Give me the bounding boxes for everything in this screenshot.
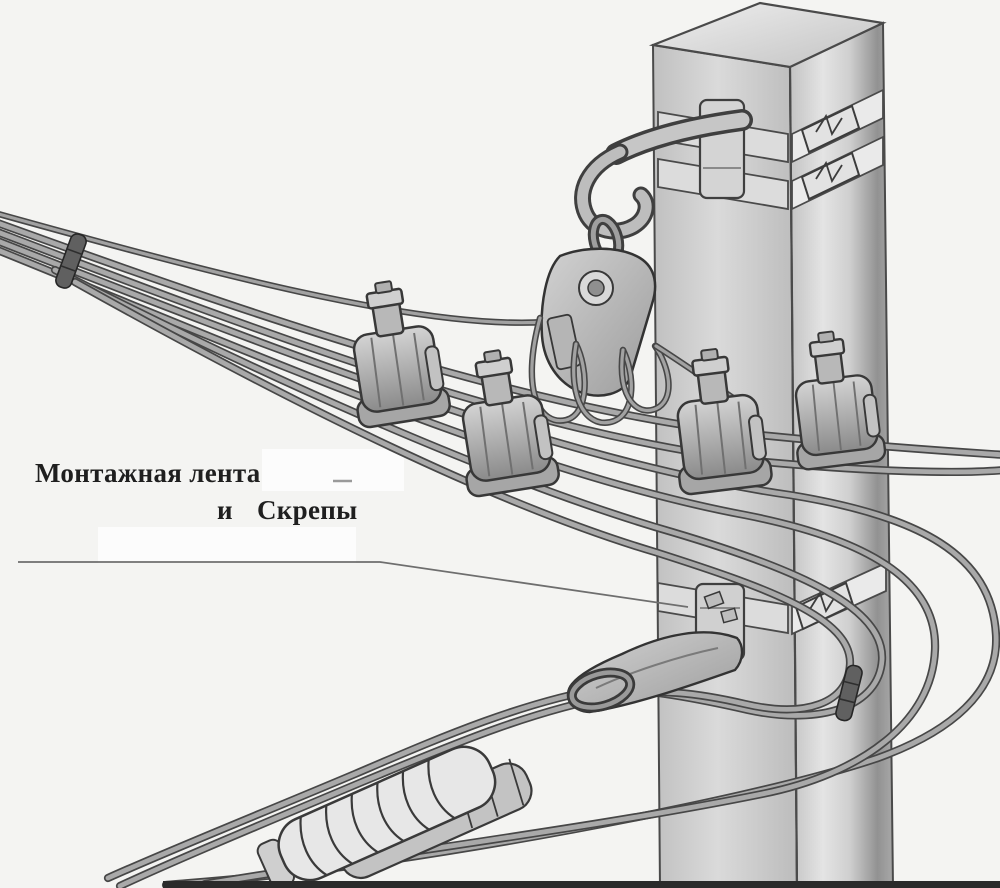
top-hook-bracket	[583, 98, 744, 231]
piercing-connector-1	[337, 273, 453, 430]
leader-line	[18, 561, 689, 608]
label-and: и	[217, 495, 233, 525]
clamp-pivot-boss	[587, 279, 605, 297]
piercing-connector-2	[446, 342, 562, 499]
sleeve-ribbed-tube	[277, 745, 497, 882]
sleeve-ribs	[299, 759, 456, 877]
lower-anchor-assembly	[566, 582, 746, 714]
white-patch-2	[98, 527, 356, 563]
protective-sleeve	[256, 745, 533, 888]
lower-clamp-eye	[569, 670, 633, 710]
bottom-border	[163, 881, 1000, 888]
pole-top-face	[648, 1, 887, 69]
white-patch-1	[262, 449, 404, 491]
label-mounting-tape: Монтажная лента	[35, 458, 261, 488]
label-clips: Скрепы	[257, 495, 358, 525]
top-anchor-clamp	[532, 213, 733, 423]
lower-bracket-bolts	[720, 607, 739, 624]
